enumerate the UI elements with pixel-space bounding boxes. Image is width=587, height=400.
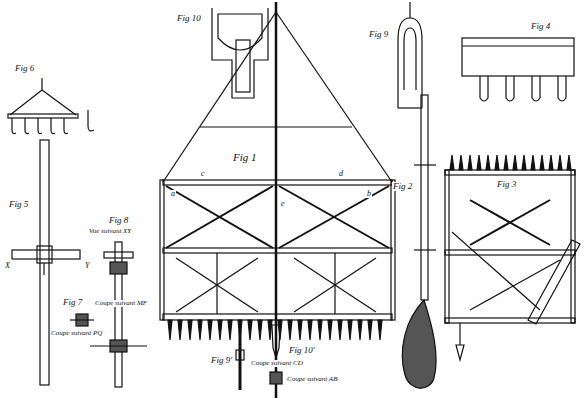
callout-letter: e <box>280 200 286 208</box>
spike <box>495 155 499 170</box>
figure-number: Fig 10' <box>288 346 316 355</box>
fig3-frame <box>445 170 580 360</box>
spike <box>540 155 544 170</box>
figure-number: Fig 4 <box>530 22 551 31</box>
figure-number: Fig 6 <box>14 64 35 73</box>
figure-number: Fig 10 <box>176 14 202 23</box>
harrow-tooth <box>358 320 362 340</box>
harrow-tooth <box>338 320 342 340</box>
fig1-frame <box>160 2 395 398</box>
fig2-pole <box>402 95 436 388</box>
fig6-hook-rack <box>8 78 94 134</box>
section-caption: Coupe suivant PQ <box>50 330 103 337</box>
harrow-tooth <box>308 320 312 340</box>
spike <box>468 155 472 170</box>
harrow-tooth <box>268 320 272 340</box>
harrow-tooth <box>258 320 262 340</box>
figure-number: Fig 5 <box>8 200 29 209</box>
fig8-fig7-pole <box>70 242 147 387</box>
spike <box>513 155 517 170</box>
fig3-spikes <box>450 155 571 170</box>
harrow-tooth <box>178 320 182 340</box>
fig4-apron <box>462 38 574 101</box>
harrow-tooth <box>318 320 322 340</box>
fig5-post <box>12 140 80 385</box>
harrow-tooth <box>208 320 212 340</box>
spike <box>522 155 526 170</box>
harrow-tooth <box>218 320 222 340</box>
section-caption: Coupe suivant MF <box>94 300 148 307</box>
callout-letter: b <box>366 190 372 198</box>
figure-number: Fig 7 <box>62 298 83 307</box>
harrow-tooth <box>168 320 172 340</box>
fig10-box <box>212 8 268 98</box>
spike <box>450 155 454 170</box>
callout-letter: a <box>170 190 176 198</box>
harrow-tooth <box>188 320 192 340</box>
callout-letter: c <box>200 170 206 178</box>
figure-number: Fig 9' <box>210 356 233 365</box>
harrow-tooth <box>288 320 292 340</box>
spike <box>567 155 571 170</box>
harrow-tooth <box>198 320 202 340</box>
callout-letter: d <box>338 170 344 178</box>
view-caption: Vue suivant XY <box>88 228 132 235</box>
spike <box>459 155 463 170</box>
callout-letter: Y <box>84 262 90 270</box>
fig1-teeth <box>168 320 382 340</box>
harrow-tooth <box>278 320 282 340</box>
spike <box>531 155 535 170</box>
harrow-tooth <box>228 320 232 340</box>
harrow-tooth <box>348 320 352 340</box>
spike <box>504 155 508 170</box>
spike <box>486 155 490 170</box>
spike <box>558 155 562 170</box>
figure-number: Fig 3 <box>496 180 517 189</box>
harrow-tooth <box>328 320 332 340</box>
harrow-tooth <box>378 320 382 340</box>
figure-number: Fig 8 <box>108 216 129 225</box>
spike <box>549 155 553 170</box>
figure-number: Fig 2 <box>392 182 413 191</box>
harrow-tooth <box>368 320 372 340</box>
figure-number: Fig 1 <box>232 152 258 163</box>
section-caption: Coupe suivant AB <box>286 376 338 383</box>
harrow-tooth <box>248 320 252 340</box>
section-caption: Coupe suivant CD <box>250 360 304 367</box>
harrow-tooth <box>298 320 302 340</box>
spike <box>477 155 481 170</box>
callout-letter: X <box>4 262 11 270</box>
fig9-bell <box>398 2 422 108</box>
figure-number: Fig 9 <box>368 30 389 39</box>
